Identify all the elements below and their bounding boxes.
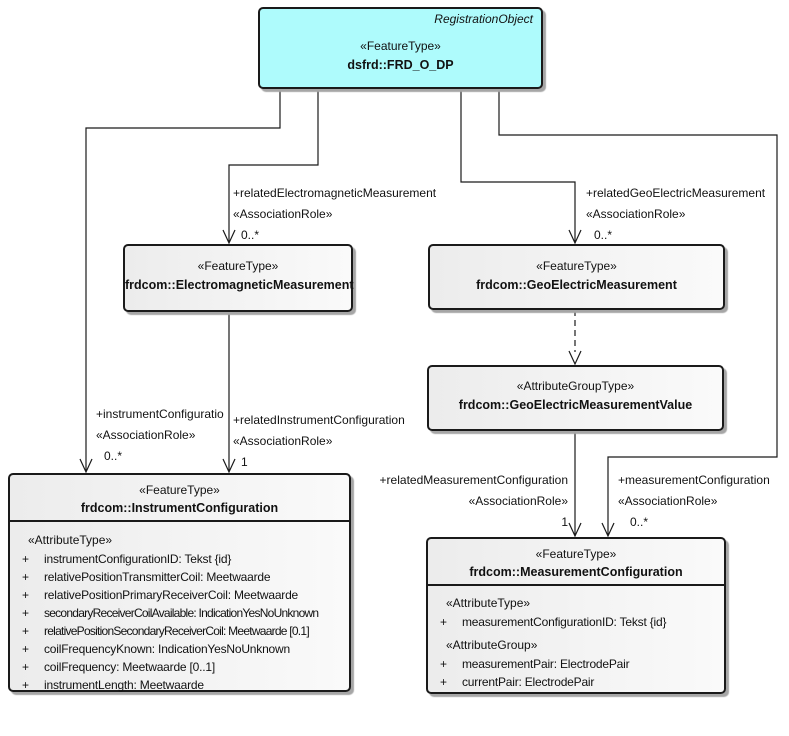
attribute-row: + instrumentLength: Meetwaarde (10, 676, 349, 694)
role-name: +relatedInstrumentConfiguration (233, 413, 405, 427)
class-box-geoelectricmeasurement[interactable]: «FeatureType» frdcom::GeoElectricMeasure… (428, 244, 725, 310)
attribute-row: + coilFrequencyKnown: IndicationYesNoUnkn… (10, 640, 349, 658)
multiplicity: 0..* (104, 449, 123, 463)
stereotype-label: «FeatureType» (536, 259, 617, 273)
class-name: frdcom::ElectromagneticMeasurement (125, 278, 354, 292)
attribute-row: + relativePositionPrimaryReceiverCoil: Me… (10, 586, 349, 604)
visibility-marker: + (22, 606, 30, 620)
open-arrowhead (568, 350, 582, 366)
visibility-marker: + (22, 678, 30, 692)
connector-frd-to-measurementconfiguration (498, 89, 778, 535)
assoc-label-measurement-configuration: +measurementConfiguration «AssociationRo… (618, 470, 770, 533)
open-arrowhead (568, 522, 582, 538)
multiplicity: 1 (241, 455, 248, 469)
open-arrowhead (568, 229, 582, 245)
role-name: +measurementConfiguration (618, 473, 770, 487)
class-name: dsfrd::FRD_O_DP (347, 58, 454, 72)
class-box-measurementconfiguration[interactable]: «FeatureType» frdcom::MeasurementConfigu… (426, 537, 726, 694)
role-stereotype: «AssociationRole» (468, 494, 568, 508)
attribute-row: + relativePositionTransmitterCoil: Meetwa… (10, 568, 349, 586)
multiplicity: 0..* (630, 515, 649, 529)
attribute-text: coilFrequency: Meetwaarde [0..1] (44, 660, 216, 674)
attribute-text: instrumentConfigurationID: Tekst {id} (44, 552, 232, 566)
attribute-group-section-header: «AttributeGroup» (446, 638, 538, 652)
attribute-text: relativePositionSecondaryReceiverCoil: M… (44, 624, 310, 638)
attribute-row: + currentPair: ElectrodePair (428, 673, 724, 691)
multiplicity: 0..* (241, 228, 260, 242)
class-box-frd-o-dp[interactable]: RegistrationObject «FeatureType» dsfrd::… (258, 7, 543, 89)
stereotype-label: «FeatureType» (535, 547, 617, 561)
visibility-marker: + (440, 657, 448, 671)
multiplicity: 1 (561, 515, 568, 529)
attribute-text: coilFrequencyKnown: IndicationYesNoUnkno… (44, 642, 290, 656)
role-name: +relatedGeoElectricMeasurement (586, 186, 766, 200)
open-arrowhead (79, 458, 93, 474)
class-name: frdcom::GeoElectricMeasurement (476, 278, 677, 292)
attribute-text: measurementPair: ElectrodePair (462, 657, 630, 671)
attribute-text: relativePositionTransmitterCoil: Meetwaa… (44, 570, 271, 584)
assoc-label-related-measurement-configuration: +relatedMeasurementConfiguration «Associ… (368, 470, 568, 533)
visibility-marker: + (22, 552, 30, 566)
role-stereotype: «AssociationRole» (96, 428, 196, 442)
attribute-section-header: «AttributeType» (446, 596, 531, 610)
attribute-row: + relativePositionSecondaryReceiverCoil: … (10, 622, 349, 640)
assoc-label-related-electromagnetic-measurement: +relatedElectromagneticMeasurement «Asso… (233, 183, 436, 246)
stereotype-label: «AttributeGroupType» (516, 379, 635, 393)
role-stereotype: «AssociationRole» (233, 207, 333, 221)
class-name: frdcom::MeasurementConfiguration (469, 565, 683, 579)
role-name: +instrumentConfiguratio (96, 407, 224, 421)
assoc-label-related-geoelectric-measurement: +relatedGeoElectricMeasurement «Associat… (586, 183, 765, 246)
class-name: frdcom::InstrumentConfiguration (80, 501, 279, 515)
role-stereotype: «AssociationRole» (233, 434, 333, 448)
role-stereotype: «AssociationRole» (586, 207, 686, 221)
class-box-instrumentconfiguration[interactable]: «FeatureType» frdcom::InstrumentConfigur… (8, 473, 351, 692)
role-name: +relatedMeasurementConfiguration (379, 473, 568, 487)
stereotype-label: «FeatureType» (139, 483, 220, 497)
stereotype-label: «FeatureType» (197, 259, 279, 273)
compartment-divider (427, 584, 725, 586)
assoc-label-related-instrument-configuration: +relatedInstrumentConfiguration «Associa… (233, 410, 405, 473)
registration-object-label: RegistrationObject (434, 12, 533, 26)
compartment-divider (9, 520, 350, 522)
attribute-text: secondaryReceiverCoilAvailable: Indicati… (44, 606, 319, 620)
attribute-section-header: «AttributeType» (28, 533, 113, 547)
attribute-row: + measurementPair: ElectrodePair (428, 655, 724, 673)
attribute-row: + secondaryReceiverCoilAvailable: Indicat… (10, 604, 349, 622)
assoc-label-instrument-configuration: +instrumentConfiguratio «AssociationRole… (96, 404, 224, 467)
class-box-geoelectricmeasurementvalue[interactable]: «AttributeGroupType» frdcom::GeoElectric… (427, 365, 724, 431)
stereotype-label: «FeatureType» (360, 39, 441, 53)
class-box-electromagneticmeasurement[interactable]: «FeatureType» frdcom::ElectromagneticMea… (123, 244, 354, 312)
role-name: +relatedElectromagneticMeasurement (233, 186, 437, 200)
class-name: frdcom::GeoElectricMeasurementValue (458, 398, 693, 412)
attribute-text: measurementConfigurationID: Tekst {id} (462, 615, 667, 629)
visibility-marker: + (22, 570, 30, 584)
attribute-row: + measurementConfigurationID: Tekst {id} (428, 613, 724, 631)
open-arrowhead (601, 522, 615, 538)
visibility-marker: + (22, 588, 30, 602)
multiplicity: 0..* (594, 228, 613, 242)
attribute-text: currentPair: ElectrodePair (462, 675, 595, 689)
visibility-marker: + (440, 675, 448, 689)
attribute-row: + instrumentConfigurationID: Tekst {id} (10, 550, 349, 568)
visibility-marker: + (22, 660, 30, 674)
visibility-marker: + (22, 642, 30, 656)
attribute-text: relativePositionPrimaryReceiverCoil: Mee… (44, 588, 299, 602)
connector-frd-to-geoelectricmeasurement (460, 89, 576, 242)
visibility-marker: + (22, 624, 30, 638)
attribute-text: instrumentLength: Meetwaarde (44, 678, 204, 692)
visibility-marker: + (440, 615, 448, 629)
role-stereotype: «AssociationRole» (618, 494, 718, 508)
attribute-row: + coilFrequency: Meetwaarde [0..1] (10, 658, 349, 676)
